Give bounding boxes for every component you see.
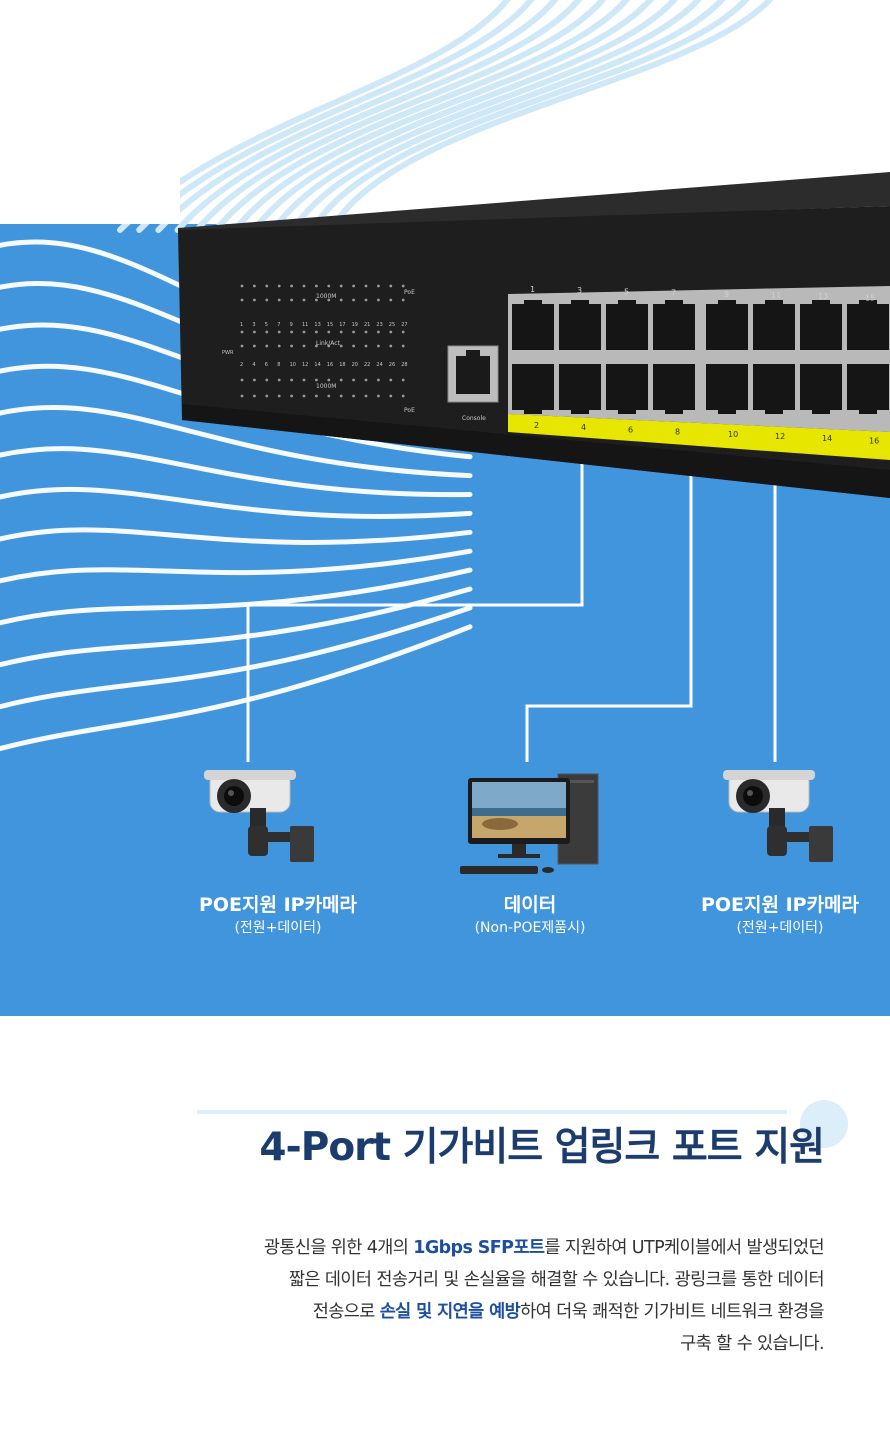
port-number-bottom: 6 — [628, 425, 633, 434]
svg-text:Console: Console — [462, 415, 486, 422]
rj45-port — [653, 304, 695, 350]
port-number-top: 13 — [818, 292, 828, 301]
led-number-even: 2 — [240, 362, 243, 368]
rj45-port — [559, 364, 601, 410]
connection-line-left — [246, 462, 584, 762]
led-number-odd: 25 — [389, 322, 395, 328]
port-number-top: 15 — [865, 293, 875, 302]
led-number-even: 14 — [314, 362, 320, 368]
led-number-even: 24 — [376, 362, 382, 368]
port-number-top: 5 — [624, 287, 629, 296]
rj45-port — [753, 364, 795, 410]
port-number-bottom: 12 — [775, 432, 785, 441]
led-number-even: 28 — [401, 362, 407, 368]
heading-underline-bar — [197, 1110, 787, 1114]
port-number-top: 3 — [577, 286, 582, 295]
device-subtitle: (Non-POE제품시) — [474, 920, 586, 936]
led-indicator-panel: 1234567891011121314151617181920212223242… — [240, 284, 408, 398]
device-label-right: POE지원 IP카메라 (전원+데이터) — [660, 892, 890, 938]
led-number-odd: 15 — [327, 322, 333, 328]
led-number-odd: 27 — [401, 322, 407, 328]
port-number-bottom: 4 — [581, 423, 586, 432]
led-number-odd: 1 — [240, 322, 243, 328]
svg-text:PWR: PWR — [222, 350, 234, 356]
svg-text:PoE: PoE — [404, 289, 415, 296]
rj45-port — [606, 364, 648, 410]
led-number-even: 18 — [339, 362, 345, 368]
description-line-1: 광통신을 위한 4개의 1Gbps SFP포트를 지원하여 UTP케이블에서 발… — [263, 1238, 825, 1258]
led-number-even: 22 — [364, 362, 370, 368]
rj45-port — [753, 304, 795, 350]
led-number-even: 16 — [327, 362, 333, 368]
svg-text:1000M: 1000M — [316, 383, 336, 390]
led-number-odd: 7 — [277, 322, 280, 328]
rj45-port — [559, 304, 601, 350]
led-number-odd: 3 — [252, 322, 255, 328]
led-number-odd: 11 — [302, 322, 308, 328]
highlight-text: 1Gbps SFP포트 — [413, 1238, 545, 1258]
port-number-top: 7 — [671, 289, 676, 298]
decorative-wave-lines — [0, 0, 774, 752]
led-number-even: 20 — [352, 362, 358, 368]
port-number-bottom: 14 — [822, 434, 832, 443]
heading-decor-circle — [800, 1100, 848, 1148]
led-number-even: 8 — [277, 362, 280, 368]
led-number-odd: 13 — [314, 322, 320, 328]
connection-lines — [246, 462, 777, 762]
rj45-port — [706, 304, 748, 350]
rj45-port — [606, 304, 648, 350]
desktop-computer-icon — [460, 773, 599, 874]
network-switch: 1234567891011121314151617181920212223242… — [178, 172, 890, 498]
rj45-port — [512, 304, 554, 350]
description-line-4: 구축 할 수 있습니다. — [680, 1334, 824, 1354]
rj45-port — [847, 304, 889, 350]
led-number-odd: 23 — [376, 322, 382, 328]
device-title: POE지원 IP카메라 — [198, 894, 358, 916]
description-line-2: 짧은 데이터 전송거리 및 손실율을 해결할 수 있습니다. 광링크를 통한 데… — [288, 1270, 825, 1290]
console-port — [447, 345, 499, 403]
port-number-bottom: 2 — [534, 421, 539, 430]
svg-text:1000M: 1000M — [316, 293, 336, 300]
rj45-port — [847, 364, 889, 410]
port-number-bottom: 10 — [728, 430, 738, 439]
led-number-even: 26 — [389, 362, 395, 368]
svg-text:Link/Act: Link/Act — [316, 340, 341, 347]
rj45-port-block — [512, 300, 889, 414]
section-heading: 4-Port 기가비트 업링크 포트 지원 — [259, 1125, 825, 1170]
led-number-odd: 9 — [290, 322, 293, 328]
device-title: 데이터 — [503, 894, 557, 916]
port-number-top: 11 — [771, 291, 781, 300]
device-subtitle: (전원+데이터) — [736, 920, 824, 936]
port-number-bottom: 16 — [869, 436, 879, 445]
connection-line-center — [525, 470, 693, 762]
section-description: 광통신을 위한 4개의 1Gbps SFP포트를 지원하여 UTP케이블에서 발… — [60, 1232, 825, 1360]
rj45-port — [706, 364, 748, 410]
led-number-odd: 5 — [265, 322, 268, 328]
description-line-3: 전송으로 손실 및 지연을 예방하여 더욱 쾌적한 기가비트 네트워크 환경을 — [312, 1302, 825, 1322]
rj45-port — [512, 364, 554, 410]
led-number-even: 12 — [302, 362, 308, 368]
ip-camera-icon — [723, 770, 833, 862]
rj45-port — [800, 364, 842, 410]
led-number-odd: 17 — [339, 322, 345, 328]
led-number-even: 4 — [252, 362, 255, 368]
led-number-even: 6 — [265, 362, 268, 368]
led-number-even: 10 — [290, 362, 296, 368]
led-number-odd: 19 — [352, 322, 358, 328]
highlight-text: 손실 및 지연을 예방 — [379, 1302, 521, 1322]
device-subtitle: (전원+데이터) — [234, 920, 322, 936]
rj45-port — [800, 304, 842, 350]
device-title: POE지원 IP카메라 — [700, 894, 860, 916]
svg-text:PoE: PoE — [404, 407, 415, 414]
device-label-left: POE지원 IP카메라 (전원+데이터) — [158, 892, 398, 938]
rj45-port — [653, 364, 695, 410]
port-number-top: 9 — [724, 290, 729, 299]
device-label-center: 데이터 (Non-POE제품시) — [420, 892, 640, 938]
led-number-odd: 21 — [364, 322, 370, 328]
port-number-bottom: 8 — [675, 428, 680, 437]
port-number-top: 1 — [530, 285, 535, 294]
ip-camera-icon — [204, 770, 314, 862]
